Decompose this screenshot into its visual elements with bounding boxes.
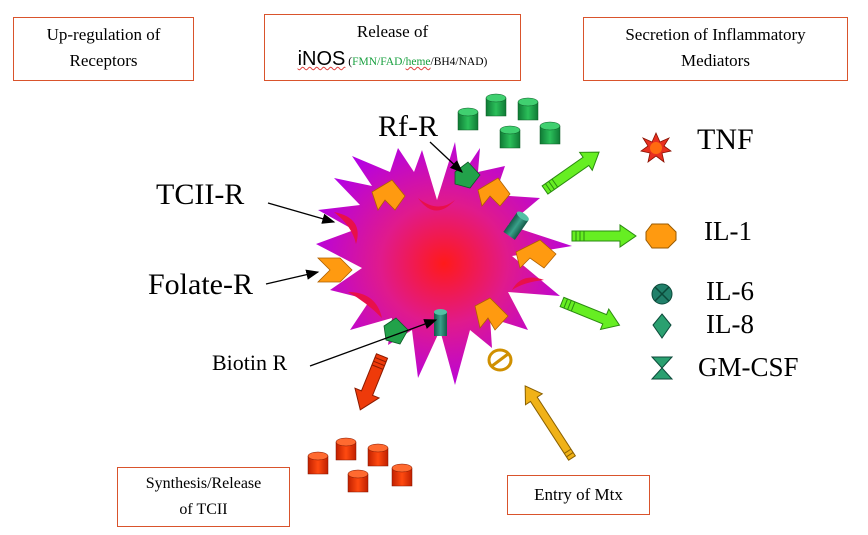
entry-label: Entry of Mtx — [534, 485, 623, 504]
release-line2: iNOS (FMN/FAD/heme/BH4/NAD) — [265, 45, 520, 76]
rfr-pointer — [429, 141, 463, 173]
red-cylinders — [307, 437, 413, 493]
tnf-icon — [640, 132, 672, 163]
entry-box: Entry of Mtx — [507, 475, 650, 515]
red-arrow — [354, 353, 389, 411]
secretion-box: Secretion of Inflammatory Mediators — [583, 17, 848, 81]
tnf-label: TNF — [697, 123, 754, 156]
folate-receptor — [317, 257, 353, 283]
secretion-line2: Mediators — [681, 51, 750, 70]
fmn-fad-label: FMN/FAD/ — [352, 56, 406, 68]
receptor-crescent — [512, 277, 544, 290]
gmcsf-label: GM-CSF — [698, 352, 799, 382]
tcii-receptor — [334, 212, 358, 244]
biotin-receptor — [383, 317, 409, 345]
heme-label: heme — [405, 56, 431, 68]
upregulation-line1: Up-regulation of — [46, 25, 161, 44]
receptor-orange — [474, 297, 509, 331]
upregulation-box: Up-regulation of Receptors — [13, 17, 194, 81]
il8-label: IL-8 — [706, 309, 754, 339]
secretion-line1: Secretion of Inflammatory — [625, 25, 806, 44]
receptor-orange — [515, 239, 557, 269]
green-cylinders — [457, 93, 561, 149]
biotin-pointer — [309, 319, 438, 367]
upregulation-line2: Receptors — [69, 51, 138, 70]
green-arrow-il6 — [559, 296, 621, 331]
receptor-orange — [371, 179, 406, 211]
synthesis-box: Synthesis/Release of TCII — [117, 467, 290, 527]
rfr-label: Rf-R — [378, 110, 438, 143]
spiky-cell — [316, 142, 572, 385]
il6-label: IL-6 — [706, 276, 754, 306]
tcii-label: TCII-R — [156, 178, 245, 211]
green-arrow-tnf — [541, 151, 600, 195]
teal-cylinder — [503, 211, 529, 240]
yellow-arrow — [524, 385, 577, 461]
folate-pointer — [265, 269, 320, 285]
il1-icon — [645, 223, 677, 249]
folate-label: Folate-R — [148, 268, 253, 301]
il1-label: IL-1 — [704, 216, 752, 246]
green-arrow-il1 — [571, 224, 637, 248]
paren-open: ( — [345, 56, 353, 68]
release-line1: Release of — [356, 22, 429, 41]
il8-icon — [652, 313, 672, 339]
bh4-nad-label: /BH4/NAD) — [430, 56, 488, 68]
tcii-pointer — [267, 202, 336, 224]
biotin-label: Biotin R — [212, 350, 288, 375]
receptor-orange — [477, 177, 511, 207]
receptor-crescent — [348, 292, 382, 318]
synthesis-line1: Synthesis/Release — [145, 475, 262, 492]
receptor-crescent — [418, 198, 455, 211]
release-box: Release of iNOS (FMN/FAD/heme/BH4/NAD) — [264, 14, 521, 81]
il6-icon — [651, 283, 673, 305]
teal-cylinder — [434, 309, 447, 336]
gmcsf-icon — [650, 356, 674, 380]
synthesis-line2: of TCII — [179, 501, 228, 518]
mtx-symbol-icon — [487, 348, 513, 372]
inos-label: iNOS — [297, 48, 346, 70]
